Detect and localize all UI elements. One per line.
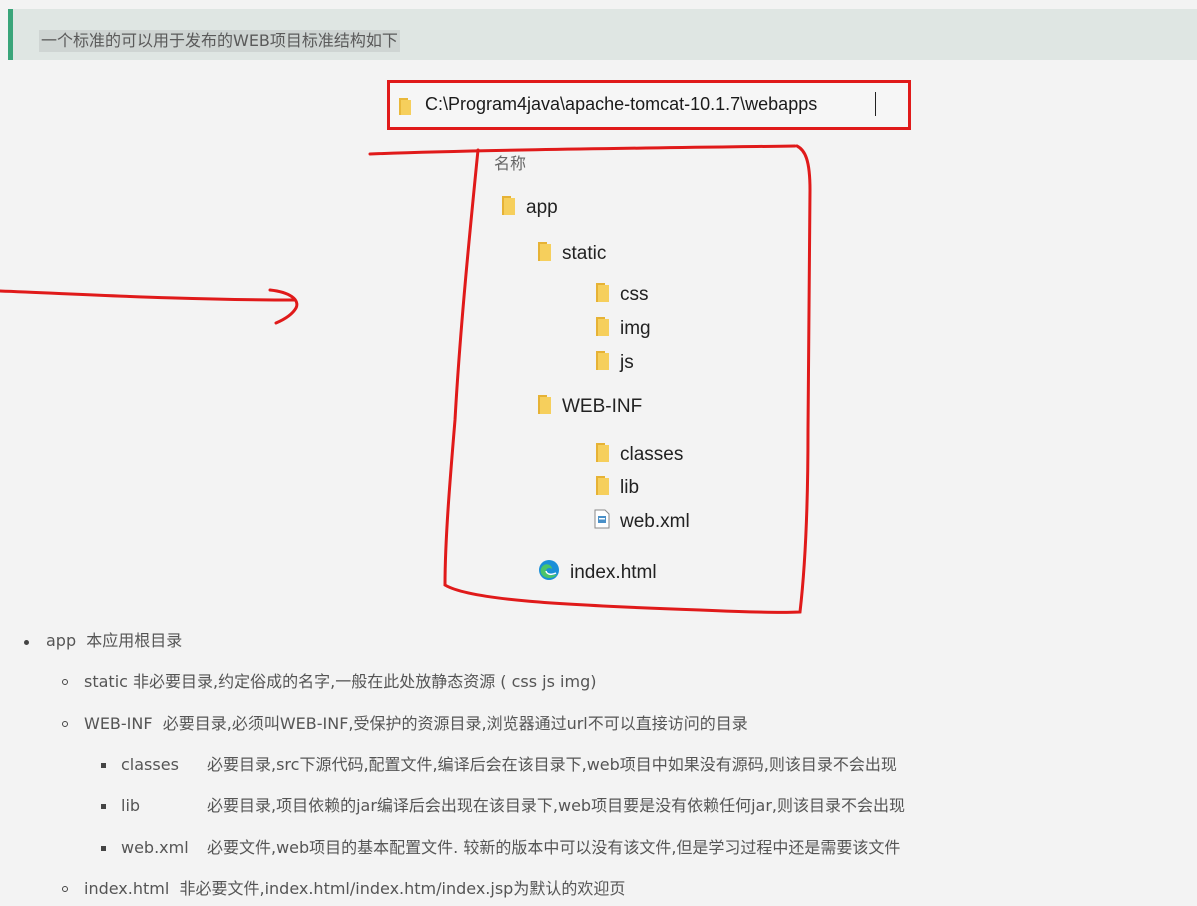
note-term: static xyxy=(84,672,128,691)
note-desc: 必要目录,必须叫WEB-INF,受保护的资源目录,浏览器通过url不可以直接访问… xyxy=(162,714,748,733)
text-caret xyxy=(875,92,876,116)
tree-item-web-inf[interactable]: WEB-INF xyxy=(536,394,642,420)
tree-item-app[interactable]: app xyxy=(500,195,558,221)
tree-item-lib[interactable]: lib xyxy=(594,475,639,501)
note-static: static 非必要目录,约定俗成的名字,一般在此处放静态资源 ( css js… xyxy=(84,671,596,693)
tree-item-index-html[interactable]: index.html xyxy=(538,560,657,586)
tree-item-label: index.html xyxy=(570,562,657,583)
tree-item-label: classes xyxy=(620,444,684,465)
note-term: web.xml xyxy=(121,838,189,857)
note-desc: 必要目录,src下源代码,配置文件,编译后会在该目录下,web项目中如果没有源码… xyxy=(207,755,897,774)
bullet-square xyxy=(101,846,106,851)
note-term: classes xyxy=(121,755,179,774)
tree-item-label: app xyxy=(526,197,558,218)
note-term: WEB-INF xyxy=(84,714,153,733)
tree-item-label: css xyxy=(620,284,649,305)
folder-icon xyxy=(536,240,552,268)
tree-item-css[interactable]: css xyxy=(594,282,649,308)
folder-icon xyxy=(398,96,414,118)
bullet-circle xyxy=(62,721,68,727)
note-app: app 本应用根目录 xyxy=(46,630,182,652)
note-lib: lib 必要目录,项目依赖的jar编译后会出现在该目录下,web项目要是没有依赖任… xyxy=(121,795,905,817)
tree-item-img[interactable]: img xyxy=(594,316,651,342)
folder-icon xyxy=(594,281,610,309)
tree-item-static[interactable]: static xyxy=(536,241,606,267)
note-index-html: index.html 非必要文件,index.html/index.htm/in… xyxy=(84,878,625,900)
bullet-square xyxy=(101,763,106,768)
note-web-inf: WEB-INF 必要目录,必须叫WEB-INF,受保护的资源目录,浏览器通过ur… xyxy=(84,713,748,735)
tree-item-label: WEB-INF xyxy=(562,396,643,417)
tree-item-label: img xyxy=(620,318,651,339)
folder-icon xyxy=(594,315,610,343)
note-term: app xyxy=(46,631,77,650)
note-desc: 非必要目录,约定俗成的名字,一般在此处放静态资源 ( css js img) xyxy=(133,672,597,691)
path-text: C:\Program4java\apache-tomcat-10.1.7\web… xyxy=(425,94,818,114)
annotation-arrow-head xyxy=(268,288,299,325)
annotation-top-line xyxy=(368,144,797,156)
folder-icon xyxy=(500,194,516,222)
tree-item-web-xml[interactable]: web.xml xyxy=(594,509,690,535)
edge-html-icon xyxy=(538,559,560,587)
folder-icon xyxy=(594,349,610,377)
heading-banner: 一个标准的可以用于发布的WEB项目标准结构如下 xyxy=(8,9,1197,60)
tree-item-classes[interactable]: classes xyxy=(594,442,683,468)
tree-item-label: lib xyxy=(620,477,640,498)
note-desc: 必要文件,web项目的基本配置文件. 较新的版本中可以没有该文件,但是学习过程中… xyxy=(207,838,901,857)
folder-icon xyxy=(594,474,610,502)
xml-file-icon xyxy=(594,509,610,535)
bullet-circle xyxy=(62,886,68,892)
note-desc: 必要目录,项目依赖的jar编译后会出现在该目录下,web项目要是没有依赖任何ja… xyxy=(207,796,906,815)
tree-item-js[interactable]: js xyxy=(594,350,634,376)
note-desc: 本应用根目录 xyxy=(86,631,183,650)
note-term: index.html xyxy=(84,879,170,898)
column-header-name[interactable]: 名称 xyxy=(494,154,527,173)
tree-item-label: static xyxy=(562,243,607,264)
folder-icon xyxy=(594,441,610,469)
note-web-xml: web.xml 必要文件,web项目的基本配置文件. 较新的版本中可以没有该文件,… xyxy=(121,837,900,859)
banner-text: 一个标准的可以用于发布的WEB项目标准结构如下 xyxy=(39,30,400,52)
annotation-arrow-line xyxy=(0,289,297,302)
bullet-circle xyxy=(62,679,68,685)
tree-item-label: web.xml xyxy=(620,511,690,532)
note-term: lib xyxy=(121,796,141,815)
bullet-disc xyxy=(24,640,29,645)
address-bar[interactable]: C:\Program4java\apache-tomcat-10.1.7\web… xyxy=(387,80,911,130)
tree-item-label: js xyxy=(620,352,634,373)
bullet-square xyxy=(101,804,106,809)
note-classes: classes 必要目录,src下源代码,配置文件,编译后会在该目录下,web项目… xyxy=(121,754,897,776)
folder-icon xyxy=(536,393,552,421)
note-desc: 非必要文件,index.html/index.htm/index.jsp为默认的… xyxy=(179,879,626,898)
